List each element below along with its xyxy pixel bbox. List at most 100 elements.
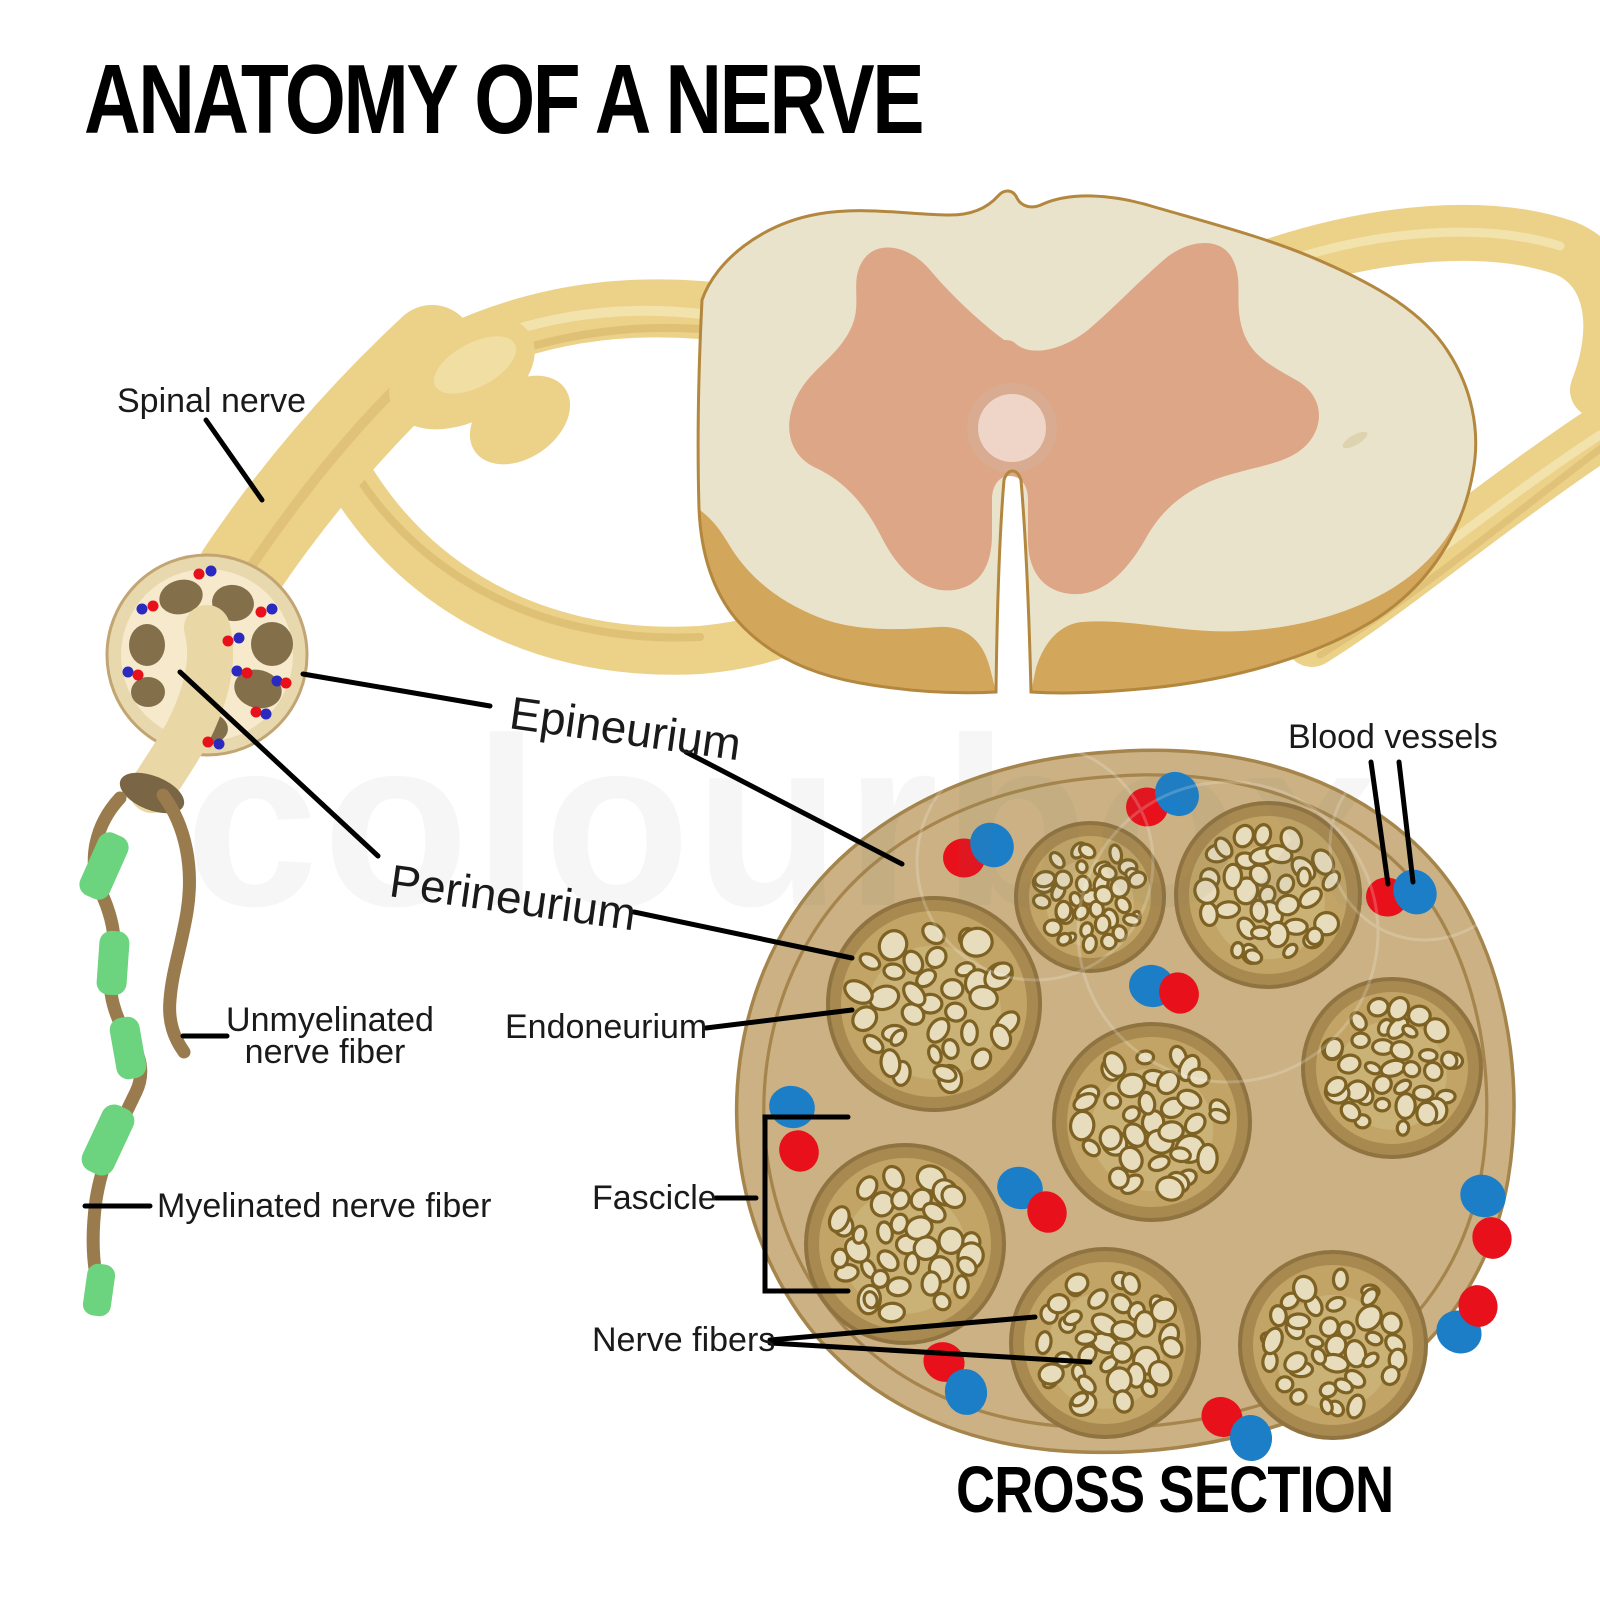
nerve-fiber-shape bbox=[1147, 1154, 1171, 1173]
nerve-fiber-shape bbox=[1387, 996, 1411, 1022]
nerve-fiber-shape bbox=[952, 1274, 970, 1300]
fascicle bbox=[1014, 821, 1166, 973]
nerve-fiber-shape bbox=[851, 1005, 879, 1033]
nerve-fiber-shape bbox=[1033, 870, 1057, 889]
nerve-fiber-shape bbox=[1322, 1036, 1345, 1061]
nerve-fiber-shape bbox=[1117, 1072, 1147, 1099]
nerve-fiber-shape bbox=[1081, 1138, 1102, 1158]
nerve-fiber-shape bbox=[1401, 1023, 1419, 1039]
nerve-fiber-shape bbox=[1035, 1330, 1053, 1356]
nerve-fiber-shape bbox=[1337, 1320, 1356, 1340]
nerve-fiber-shape bbox=[1440, 1050, 1459, 1070]
nerve-fiber-shape bbox=[1243, 948, 1264, 965]
small-vessel-dot bbox=[231, 665, 243, 677]
small-vessel-dot bbox=[205, 565, 217, 577]
nerve-fiber-shape bbox=[1380, 1311, 1403, 1335]
nerve-fiber-shape bbox=[1305, 1334, 1325, 1349]
small-nerve-fascicle bbox=[251, 622, 293, 666]
nerve-fiber-shape bbox=[877, 1301, 906, 1324]
nerve-fiber-shape bbox=[1415, 1100, 1439, 1127]
nerve-fiber-shape bbox=[926, 1017, 951, 1044]
nerve-fiber-shape bbox=[1360, 1287, 1379, 1308]
small-vessel-dot bbox=[213, 738, 225, 750]
nerve-fiber-shape bbox=[1349, 1011, 1368, 1032]
nerve-fiber-shape bbox=[1068, 891, 1083, 908]
nerve-fiber-shape bbox=[1331, 1267, 1349, 1291]
nerve-fiber-shape bbox=[1093, 913, 1112, 935]
nerve-fiber-shape bbox=[1070, 1391, 1090, 1408]
nerve-fiber-shape bbox=[1098, 1125, 1123, 1151]
nerve-fiber-shape bbox=[1087, 1288, 1109, 1310]
nerve-fiber-shape bbox=[1064, 1272, 1090, 1296]
nerve-fiber-shape bbox=[1121, 1105, 1141, 1124]
small-vessel-dot bbox=[250, 706, 262, 718]
nerve-fiber-shape bbox=[1077, 842, 1097, 860]
small-vessel-dot bbox=[193, 568, 205, 580]
nerve-fiber-shape bbox=[1401, 1060, 1422, 1079]
nerve-fiber-shape bbox=[1318, 1381, 1338, 1399]
nerve-fiber-shape bbox=[1150, 1297, 1178, 1324]
nerve-fiber-shape bbox=[1072, 1092, 1098, 1113]
nerve-fiber-shape bbox=[870, 1268, 890, 1289]
small-vessel-dot bbox=[255, 606, 267, 618]
nerve-fiber-shape bbox=[1343, 1338, 1368, 1369]
nerve-fiber-shape bbox=[1062, 1309, 1083, 1327]
leader-epineurium-left bbox=[300, 671, 493, 709]
watermark-text: colourbox bbox=[185, 688, 1381, 956]
nerve-fiber-shape bbox=[1081, 933, 1098, 955]
blood-vessel-artery bbox=[1159, 972, 1199, 1014]
nerve-fiber-shape bbox=[970, 1047, 993, 1071]
label-nerve-fibers: Nerve fibers bbox=[592, 1321, 775, 1359]
nerve-fiber-shape bbox=[1157, 1120, 1185, 1143]
nerve-fiber-shape bbox=[1112, 1389, 1134, 1414]
blood-vessel-artery bbox=[779, 1130, 819, 1172]
nerve-fiber-shape bbox=[858, 952, 882, 971]
nerve-fiber-shape bbox=[1279, 826, 1304, 854]
nerve-fiber-shape bbox=[1108, 843, 1124, 865]
small-nerve-cut-end bbox=[105, 553, 309, 814]
nerve-fiber-shape bbox=[959, 926, 994, 958]
nerve-fiber-shape bbox=[1393, 1078, 1413, 1096]
small-nerve-fascicle bbox=[131, 677, 165, 707]
nerve-fiber-shape bbox=[869, 1190, 896, 1218]
small-vessel-dot bbox=[271, 675, 283, 687]
nerve-fiber-shape bbox=[1389, 1040, 1414, 1062]
fascicle bbox=[1301, 977, 1483, 1159]
nerve-fiber-shape bbox=[1310, 1346, 1328, 1366]
fascicle bbox=[1009, 1247, 1201, 1439]
blood-vessels bbox=[769, 771, 1512, 1461]
nerve-fiber-shape bbox=[989, 1023, 1013, 1051]
nerve-fiber-shape bbox=[1127, 870, 1148, 889]
nerve-fiber-shape bbox=[1208, 1107, 1230, 1125]
blood-vessel-vein bbox=[1155, 771, 1199, 817]
nerve-fiber-shape bbox=[1110, 1341, 1134, 1364]
nerve-fiber-shape bbox=[843, 979, 874, 1005]
nerve-fiber-shape bbox=[1196, 1142, 1219, 1175]
blood-vessel-vein bbox=[1460, 1174, 1506, 1218]
blood-vessel-artery bbox=[1027, 1191, 1067, 1233]
nerve-fiber-shape bbox=[1110, 1319, 1137, 1342]
label-myelinated: Myelinated nerve fiber bbox=[157, 1187, 492, 1225]
nerve-fiber-shape bbox=[903, 1251, 921, 1276]
nerve-fiber-shape bbox=[1100, 932, 1118, 951]
small-nerve-fascicle bbox=[159, 579, 203, 615]
spinal-cord-section bbox=[696, 189, 1478, 695]
small-vessel-dot bbox=[202, 736, 214, 748]
nerve-fiber-shape bbox=[1275, 1375, 1295, 1394]
nerve-fiber-shape bbox=[1176, 1088, 1203, 1110]
nerve-fiber-shape bbox=[1305, 926, 1325, 947]
fascicle bbox=[1052, 1022, 1252, 1222]
nerve-fiber-shape bbox=[1118, 1145, 1144, 1174]
nerve-fiber-shape bbox=[876, 1249, 900, 1273]
fascicle bbox=[1238, 1250, 1428, 1440]
nerve-fiber-shape bbox=[1276, 873, 1296, 895]
blood-vessel-artery bbox=[1472, 1217, 1512, 1259]
nerve-fiber-shape bbox=[862, 1290, 879, 1310]
leader-endoneurium bbox=[703, 1007, 855, 1031]
nerve-fiber-shape bbox=[877, 929, 909, 962]
nerve-fiber-shape bbox=[827, 1205, 851, 1234]
nerve-fiber-shape bbox=[830, 1247, 850, 1269]
nerve-fiber-shape bbox=[1122, 913, 1142, 927]
small-nerve-fascicle bbox=[129, 624, 165, 666]
